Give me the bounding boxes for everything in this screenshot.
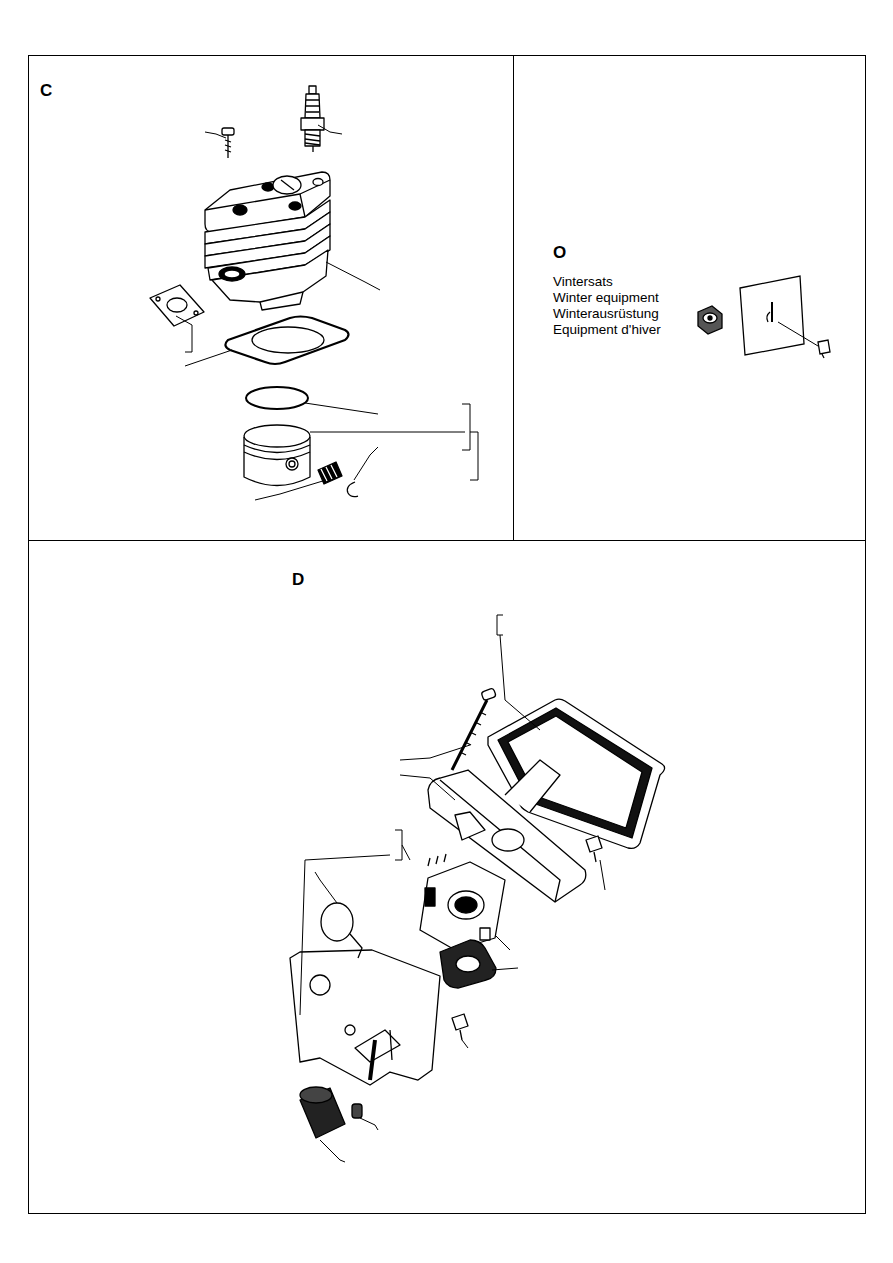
panel-letter: O — [552, 243, 567, 263]
panel-o-parts — [698, 276, 830, 358]
panel-c-leaders — [176, 125, 478, 500]
caption-line: Winterausrüstung — [552, 306, 660, 322]
panel-letter: C — [39, 81, 53, 101]
panel-letter: D — [291, 570, 305, 590]
panel-d-leaders — [300, 615, 605, 1162]
panel-frame: O VintersatsWinter equipmentWinterausrüst… — [513, 55, 866, 541]
panel-frame: C — [28, 55, 514, 541]
caption-line: Vintersats — [552, 274, 614, 290]
panel-frame: D — [28, 540, 866, 1214]
caption-line: Equipment d'hiver — [552, 322, 662, 338]
caption-line: Winter equipment — [552, 290, 660, 306]
panel-d-parts — [290, 688, 665, 1138]
panel-c-parts — [150, 86, 358, 497]
